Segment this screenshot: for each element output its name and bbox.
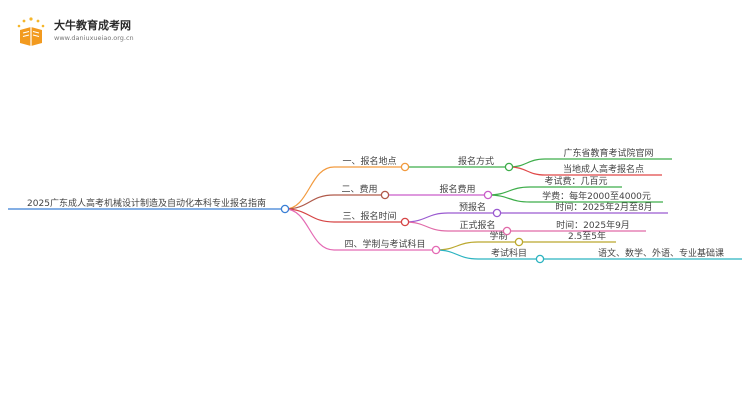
root-topic-knot bbox=[280, 204, 290, 214]
leaf-b2c1l1: 考试费：几百元 bbox=[544, 175, 607, 187]
connector-b1c1l1 bbox=[508, 158, 546, 168]
leaf-b1c1l2: 当地成人高考报名点 bbox=[563, 163, 644, 175]
mind-map-connectors bbox=[284, 158, 580, 260]
branch-b3: 三、报名时间 bbox=[342, 210, 396, 222]
connector-b3c2 bbox=[404, 221, 449, 232]
leaf-b2c1l2: 学费：每年2000至4000元 bbox=[542, 190, 651, 202]
connector-b4c2 bbox=[435, 249, 479, 260]
leaf-b4c1l1: 2.5至5年 bbox=[568, 230, 606, 242]
book-logo-icon bbox=[17, 17, 45, 46]
leaf-b3c1l1: 时间：2025年2月至8月 bbox=[555, 201, 652, 213]
connector-b2c1l1 bbox=[487, 186, 531, 196]
mind-map-underlines bbox=[8, 158, 742, 260]
branch-b4: 四、学制与考试科目 bbox=[344, 238, 425, 250]
branch-b3-knot bbox=[400, 217, 410, 227]
leaf-b1c1l1: 广东省教育考试院官网 bbox=[563, 147, 653, 159]
site-url: www.daniuxueiao.org.cn bbox=[54, 34, 134, 42]
branch-b1: 一、报名地点 bbox=[342, 155, 396, 167]
node-b4c1: 学制 bbox=[489, 230, 507, 242]
connector-b2 bbox=[284, 194, 335, 210]
leaf-b3c2l1: 时间：2025年9月 bbox=[556, 219, 630, 231]
branch-b2: 二、费用 bbox=[341, 183, 377, 195]
node-b4c1-knot bbox=[514, 237, 524, 247]
node-b2c1: 报名费用 bbox=[439, 183, 475, 195]
site-name: 大牛教育成考网 bbox=[54, 19, 131, 32]
site-logo: 大牛教育成考网 www.daniuxueiao.org.cn bbox=[14, 14, 154, 50]
node-b4c2-knot bbox=[535, 254, 545, 264]
node-b1c1: 报名方式 bbox=[458, 155, 494, 167]
node-b3c2-knot bbox=[502, 226, 512, 236]
mind-map-knots bbox=[280, 162, 545, 264]
connector-b4c1 bbox=[435, 241, 479, 251]
node-b3c1-knot bbox=[492, 208, 502, 218]
connector-b1 bbox=[284, 166, 335, 210]
branch-b2-knot bbox=[380, 190, 390, 200]
branch-b4-knot bbox=[431, 245, 441, 255]
node-b4c2: 考试科目 bbox=[491, 247, 527, 259]
node-b3c1: 预报名 bbox=[459, 201, 486, 213]
leaf-b4c2l1: 语文、数学、外语、专业基础课 bbox=[598, 247, 724, 259]
connector-b1c1l2 bbox=[508, 166, 546, 176]
connector-b3c1 bbox=[404, 212, 449, 223]
branch-b1-knot bbox=[400, 162, 410, 172]
root-topic: 2025广东成人高考机械设计制造及自动化本科专业报名指南 bbox=[27, 197, 266, 209]
mind-map-labels: 2025广东成人高考机械设计制造及自动化本科专业报名指南 一、报名地点 报名方式 广东… bbox=[27, 147, 724, 259]
connector-b2c1l2 bbox=[487, 194, 531, 203]
node-b2c1-knot bbox=[483, 190, 493, 200]
node-b1c1-knot bbox=[504, 162, 514, 172]
node-b3c2: 正式报名 bbox=[459, 219, 495, 231]
connector-b4 bbox=[284, 208, 335, 251]
